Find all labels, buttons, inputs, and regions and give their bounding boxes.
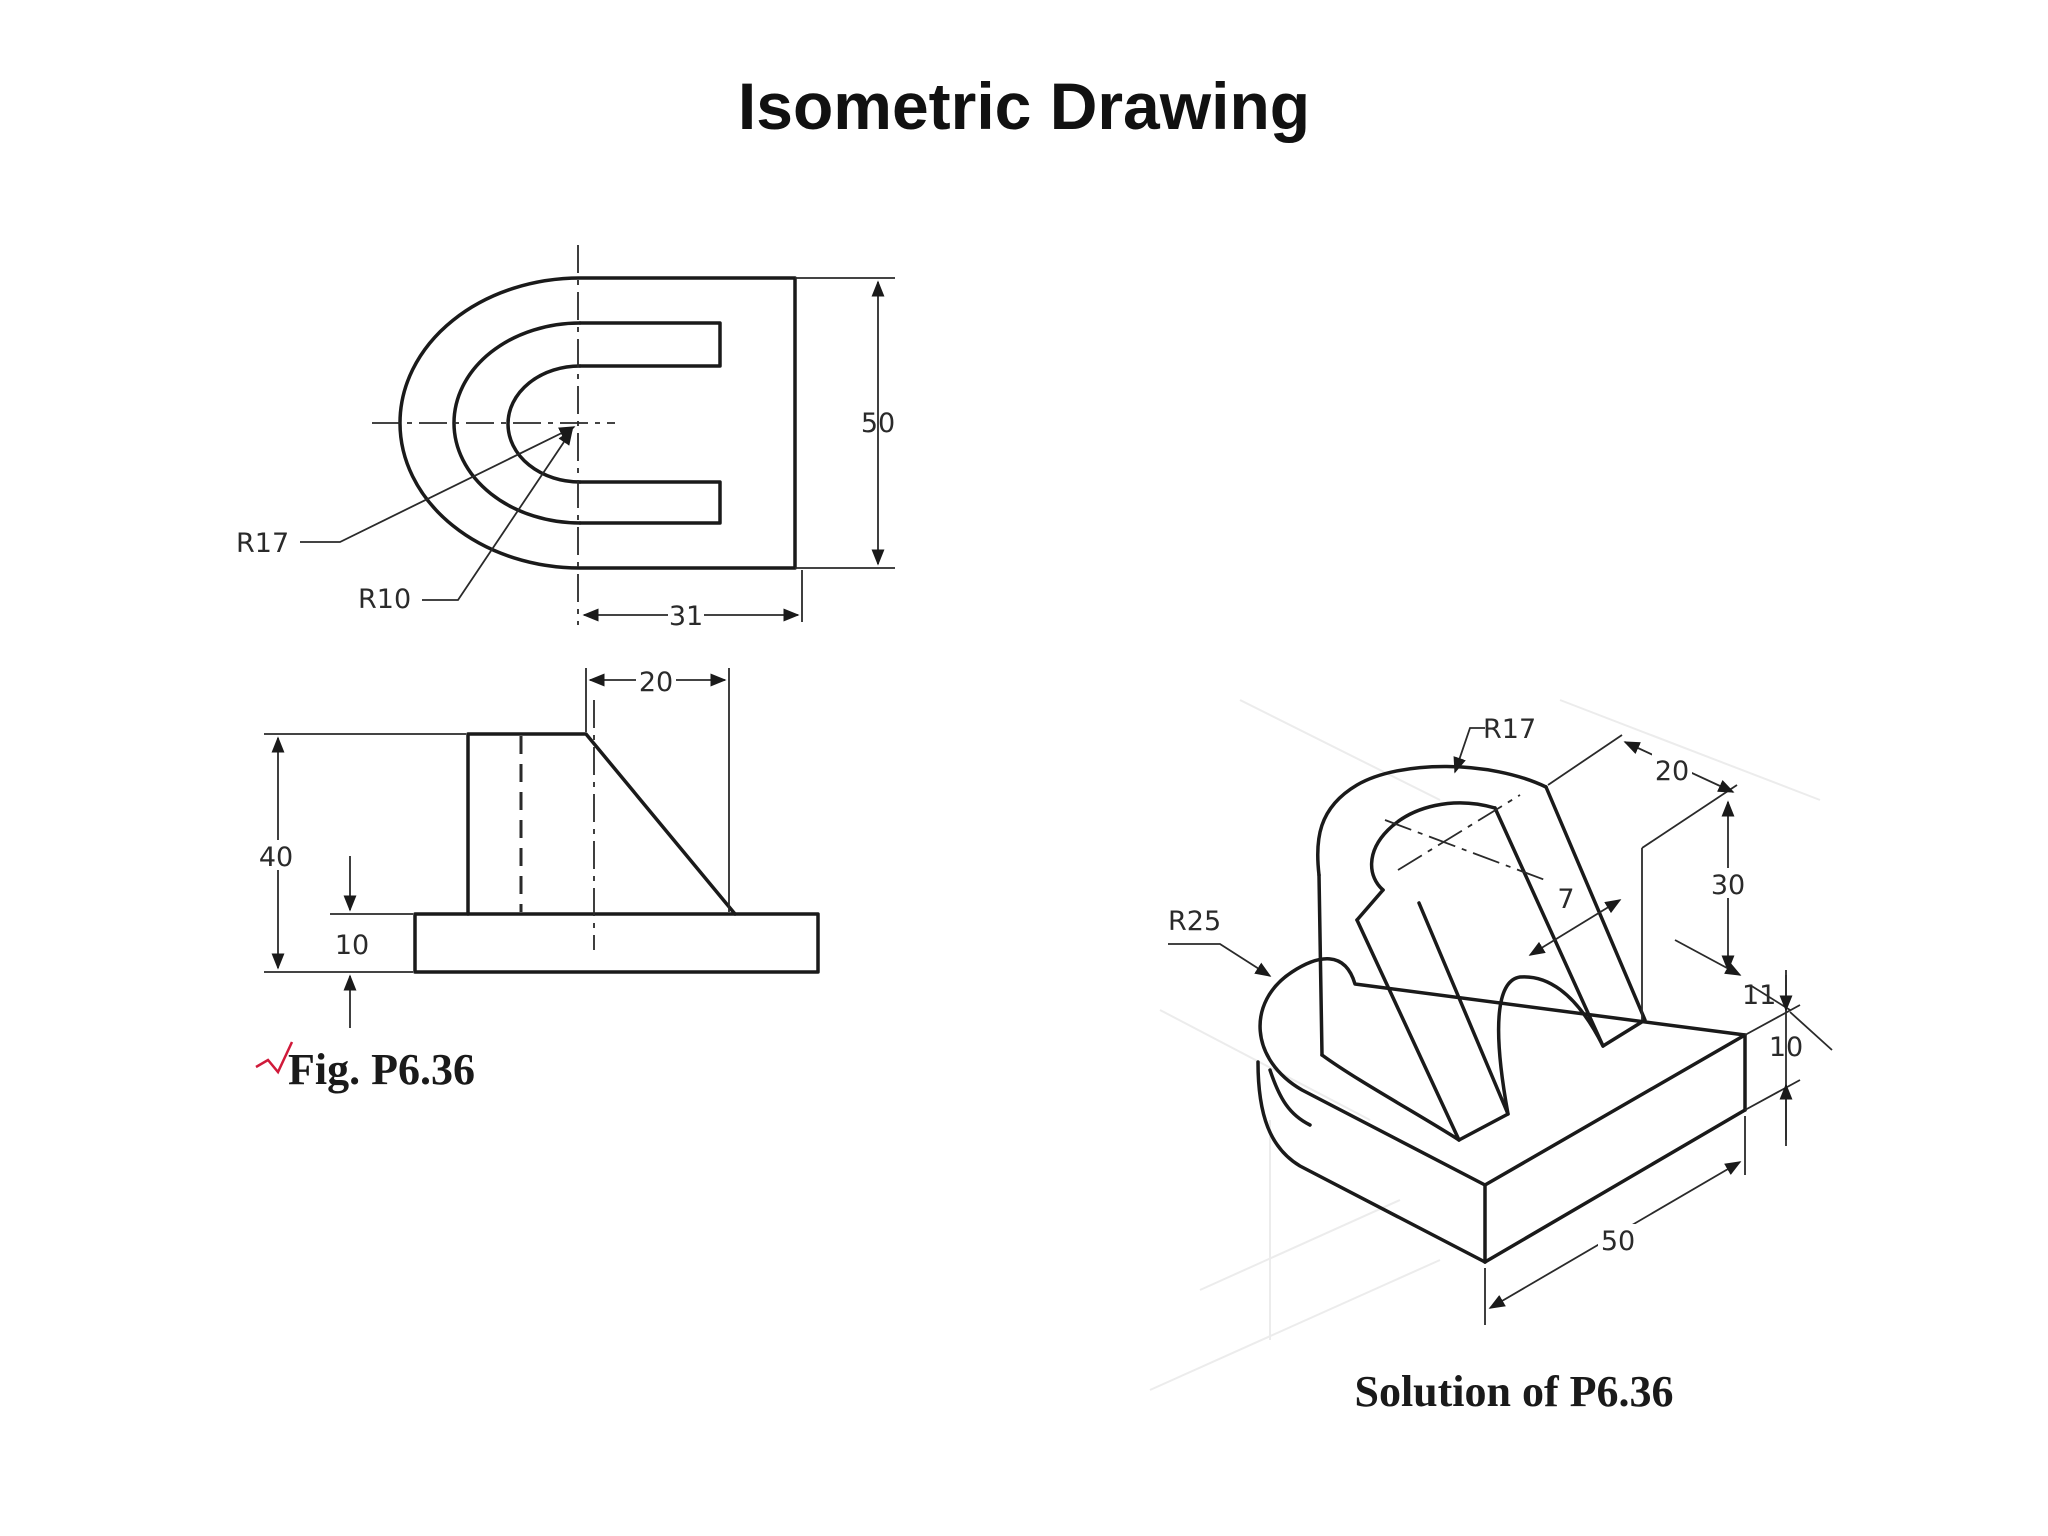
iso-label-r17: R17: [1483, 714, 1536, 745]
iso-upright-far-face: [1493, 785, 1647, 1048]
dim-10-label: 10: [335, 930, 369, 961]
iso-dim-30-label-bg: [1706, 868, 1750, 898]
iso-leader-r17: [1453, 727, 1485, 774]
top-view-upper-slot: [578, 321, 722, 368]
front-view-base: [413, 912, 820, 974]
iso-dim-7-label: 7: [1557, 884, 1574, 915]
figure-caption: Fig. P6.36: [288, 1045, 475, 1094]
iso-dim-50-label-bg: [1598, 1224, 1638, 1254]
ghost-line: [1159, 1009, 1371, 1121]
iso-dim-20-ext-a: [1547, 734, 1623, 786]
iso-slot-floor-arc: [1496, 975, 1605, 1116]
iso-dim-10-ext-bottom: [1744, 1079, 1801, 1111]
iso-leader-r25: [1168, 943, 1272, 977]
scan-ghost-lines: [1149, 699, 1821, 1391]
dim-20-label-bg: [636, 664, 676, 694]
front-view-upright: [466, 732, 737, 916]
top-view-outline: [398, 276, 797, 570]
top-view: 50 31 R17 R10: [236, 245, 895, 632]
iso-label-r25: R25: [1168, 906, 1221, 937]
iso-upright-left-edge: [1317, 873, 1324, 1057]
dim-40-label: 40: [259, 842, 293, 873]
label-r10: R10: [358, 584, 411, 615]
front-view: 20 40 10 Fig. P6.36: [254, 664, 820, 1094]
iso-upright-left-side: [1320, 1053, 1461, 1142]
label-r17: R17: [236, 528, 289, 559]
dim-40-label-bg: [254, 840, 300, 870]
iso-dim-7-line: [1528, 899, 1622, 956]
iso-base-bottom-left: [1256, 1060, 1487, 1264]
iso-upright-inner-arc: [1369, 801, 1497, 892]
leader-r10: [422, 428, 573, 601]
dim-20-label: 20: [639, 667, 673, 698]
top-view-slot-arc: [506, 364, 582, 484]
iso-dim-11-label: 11: [1742, 980, 1776, 1011]
dim-50-label: 50: [861, 408, 895, 439]
top-view-lower-slot: [578, 480, 722, 525]
iso-base-top-outline: [1258, 957, 1747, 1187]
iso-dim-10-slash: [1789, 1011, 1833, 1051]
check-mark-icon: [255, 1041, 294, 1075]
iso-center-line-1: [1384, 819, 1546, 881]
isometric-view: R17 R25 20 30 7 11 10 50 Solution of P6.…: [1168, 714, 1833, 1416]
iso-dim-20-label-bg: [1652, 752, 1692, 782]
leader-r17: [300, 426, 576, 543]
ghost-line: [1149, 1259, 1441, 1391]
iso-dim-20-ext-b: [1641, 784, 1738, 849]
slide-title: Isometric Drawing: [737, 69, 1311, 143]
ghost-line: [1199, 1199, 1401, 1291]
iso-upright-outer-arc: [1315, 764, 1548, 877]
iso-upright-near-face: [1355, 901, 1510, 1142]
iso-dim-50-label: 50: [1601, 1226, 1635, 1257]
dim-31-label: 31: [669, 601, 703, 632]
dim-31-label-bg: [668, 598, 704, 628]
iso-upright-slot-near: [1355, 888, 1385, 922]
iso-dim-20-label: 20: [1655, 756, 1689, 787]
solution-caption: Solution of P6.36: [1354, 1367, 1673, 1416]
iso-dim-11-arrow-a: [1674, 939, 1742, 976]
iso-dim-10-label: 10: [1769, 1032, 1803, 1063]
ghost-line: [1239, 699, 1441, 801]
iso-center-line-2: [1397, 794, 1521, 871]
iso-dim-30-label: 30: [1711, 870, 1745, 901]
iso-base-mid-contour: [1268, 1068, 1312, 1127]
